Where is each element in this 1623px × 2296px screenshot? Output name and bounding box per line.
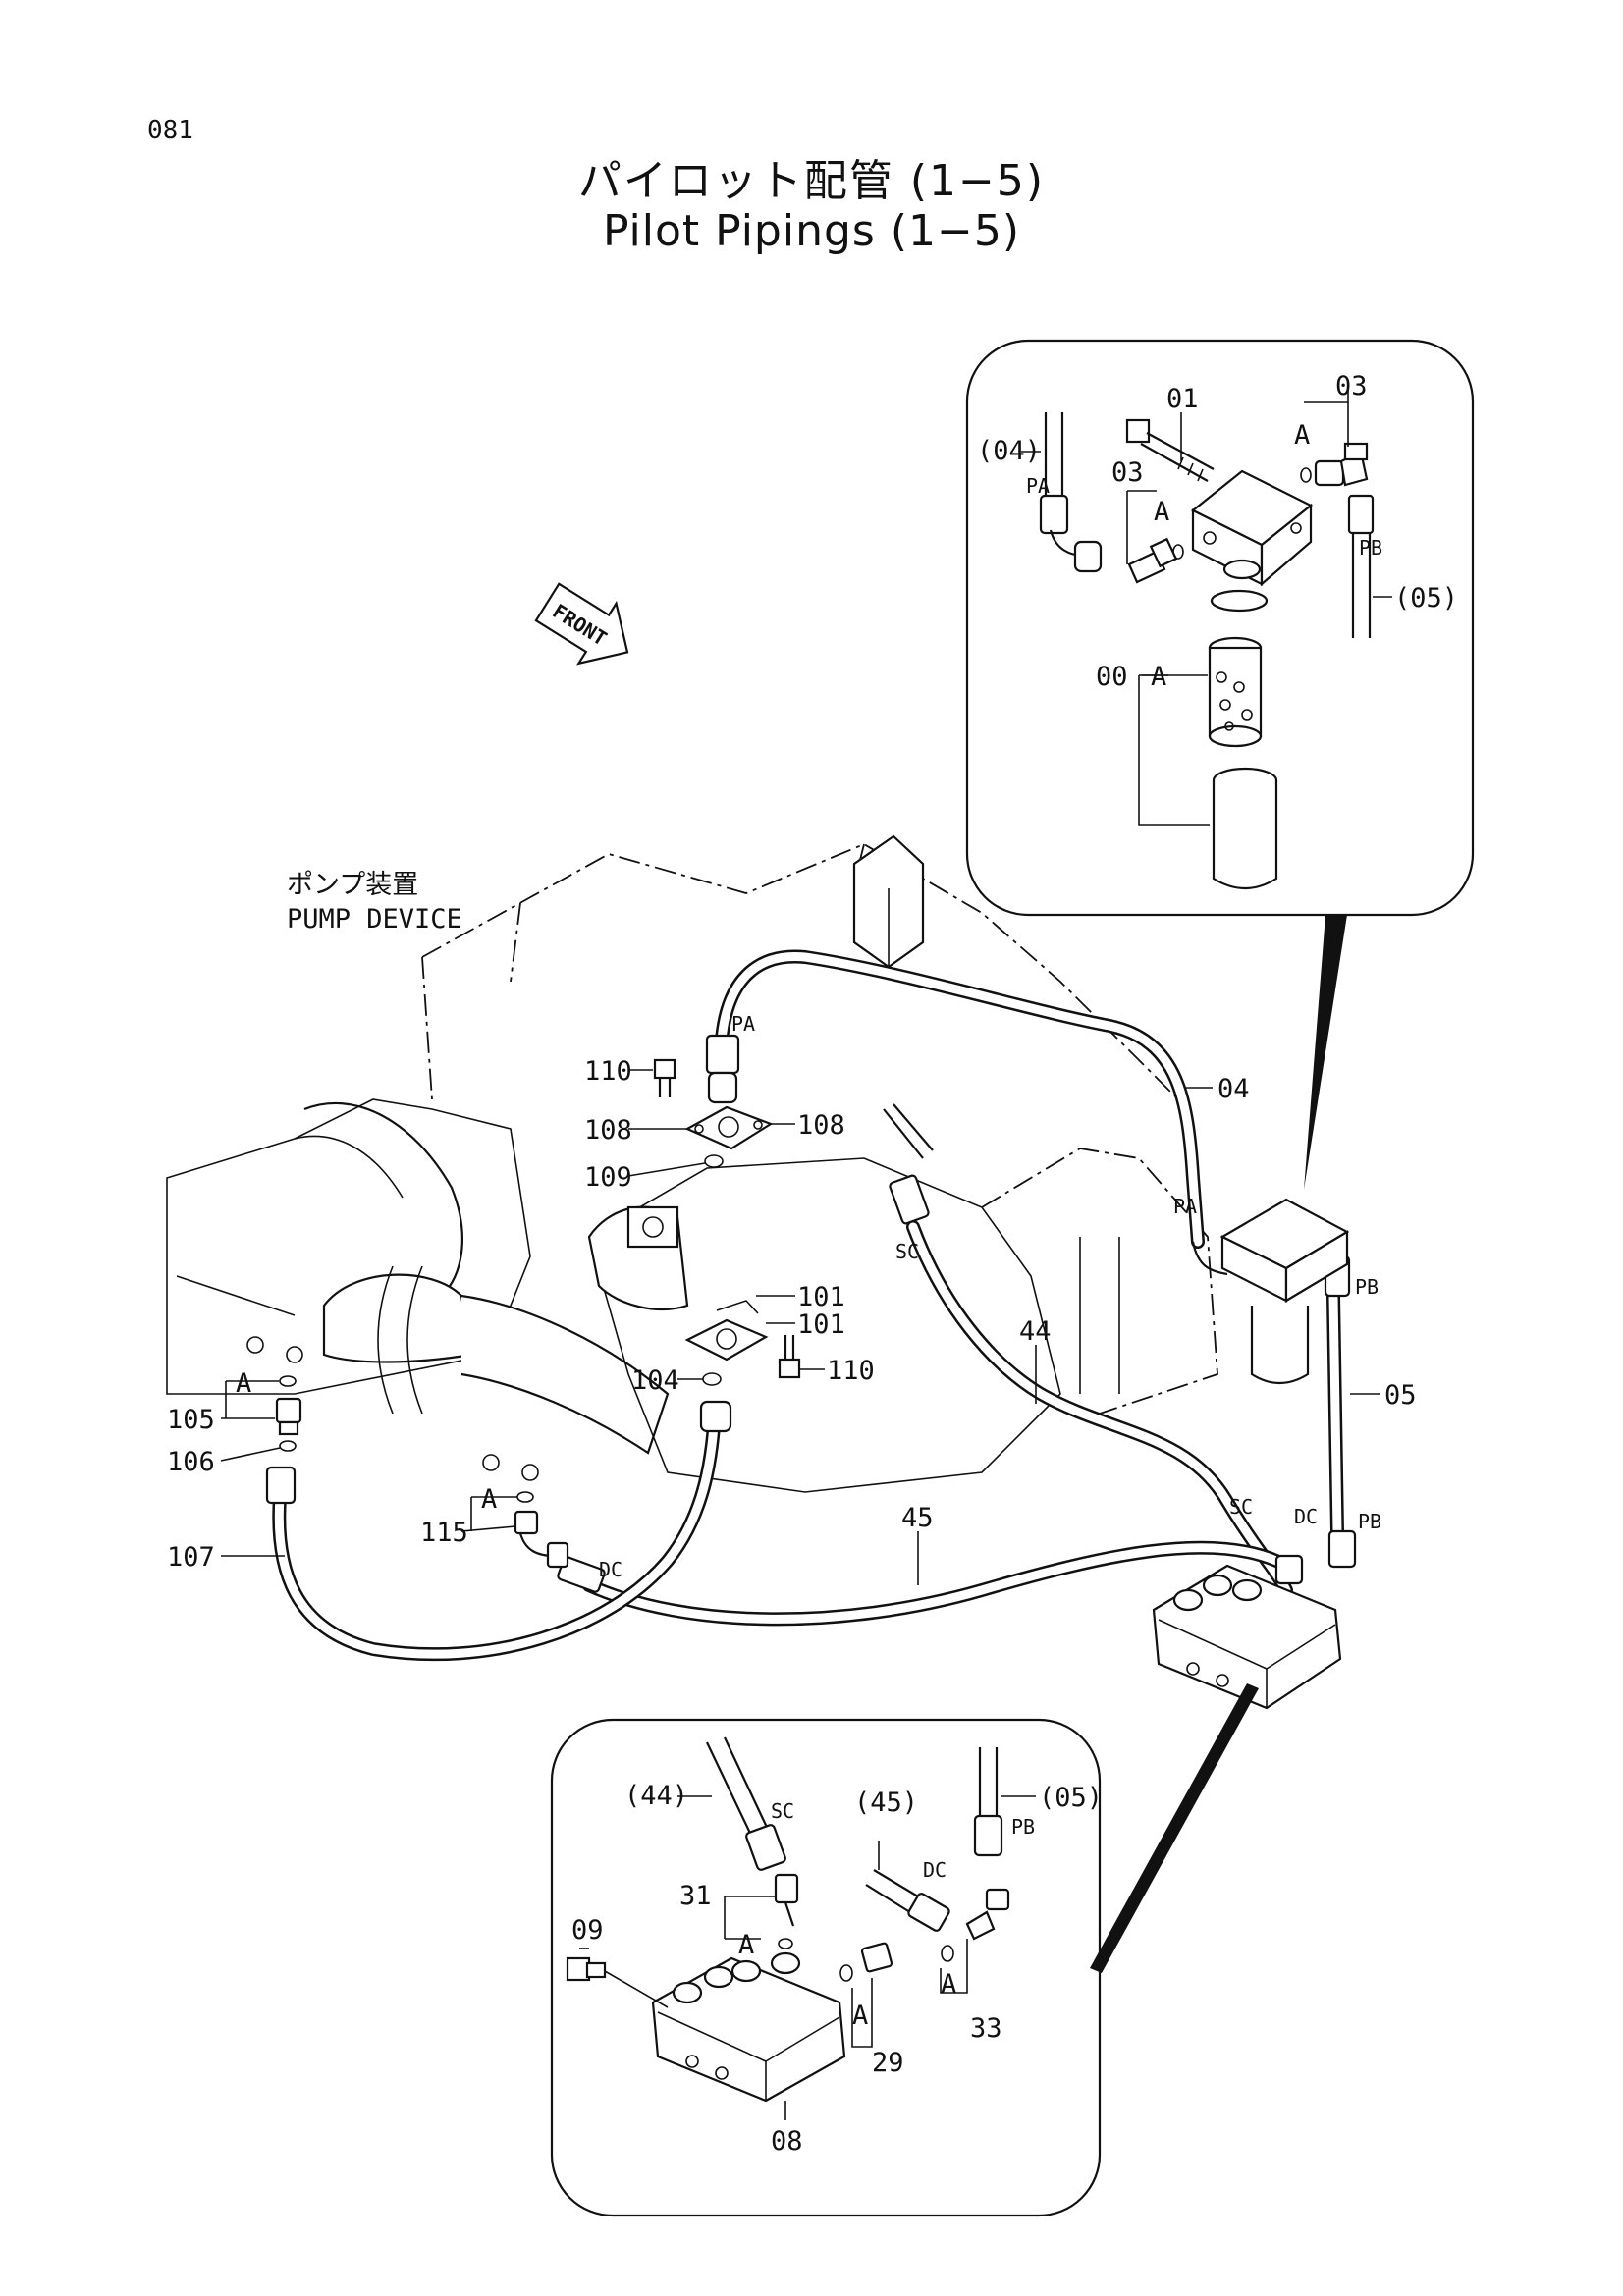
label-05-detail-bottom: (05) bbox=[1039, 1783, 1103, 1813]
label-a-bottom-3: A bbox=[941, 1969, 956, 2000]
bolt-110-top bbox=[653, 1058, 676, 1097]
pilot-filter-main bbox=[1191, 1198, 1350, 1385]
label-09: 09 bbox=[571, 1915, 604, 1946]
pilot-valve-detail bbox=[651, 1951, 846, 2103]
label-pa-filter: PA bbox=[1173, 1195, 1197, 1218]
bolt-110-bottom bbox=[778, 1335, 801, 1379]
hose-05 bbox=[1324, 1255, 1357, 1569]
label-dc-valve: DC bbox=[1294, 1505, 1318, 1528]
label-08: 08 bbox=[771, 2126, 803, 2157]
label-105: 105 bbox=[167, 1405, 215, 1435]
fitting-105 bbox=[275, 1375, 302, 1452]
label-dc-pump: DC bbox=[599, 1558, 622, 1581]
label-03-left: 03 bbox=[1111, 457, 1144, 488]
label-33: 33 bbox=[970, 2013, 1002, 2044]
front-arrow: FRONT bbox=[534, 582, 629, 666]
label-dc-detail: DC bbox=[923, 1858, 947, 1882]
bottom-detail-pointer bbox=[1090, 1683, 1259, 1973]
label-pb-detail: PB bbox=[1359, 536, 1382, 560]
title-japanese: パイロット配管 (1−5) bbox=[577, 156, 1046, 206]
o-ring-detail bbox=[1210, 589, 1269, 613]
flange-108 bbox=[684, 1105, 774, 1168]
label-hose-04: 04 bbox=[1217, 1074, 1250, 1104]
label-04-detail: (04) bbox=[977, 436, 1041, 466]
label-45-detail: (45) bbox=[854, 1788, 918, 1818]
main-leader-lines bbox=[220, 1069, 1380, 1585]
hose-05-detail bbox=[1347, 494, 1375, 638]
label-a-detail-2: A bbox=[1154, 497, 1169, 527]
label-pa-detail: PA bbox=[1026, 474, 1050, 498]
label-a-105: A bbox=[236, 1368, 251, 1399]
hose-04 bbox=[705, 949, 1205, 1249]
label-44-detail: (44) bbox=[624, 1781, 688, 1811]
label-03-right: 03 bbox=[1335, 371, 1368, 401]
filter-case bbox=[1212, 767, 1278, 889]
hose-44-detail bbox=[706, 1736, 799, 1927]
label-101-bottom: 101 bbox=[797, 1309, 845, 1340]
elbow-03-left bbox=[1127, 537, 1184, 584]
label-pb-valve: PB bbox=[1358, 1510, 1381, 1533]
plug-09 bbox=[566, 1956, 669, 2008]
top-detail-frame bbox=[965, 339, 1475, 917]
filter-element bbox=[1208, 636, 1263, 748]
flange-101 bbox=[684, 1300, 769, 1386]
label-a-bottom-2: A bbox=[852, 2001, 868, 2031]
label-101-top: 101 bbox=[797, 1282, 845, 1312]
label-hose-44: 44 bbox=[1019, 1316, 1052, 1347]
hose-05-detail-bottom bbox=[965, 1747, 1010, 1941]
top-detail-panel: 01 03 03 (04) (05) 00 PA PB A A A bbox=[965, 339, 1475, 1190]
label-108-left: 108 bbox=[584, 1115, 632, 1146]
page-code: 081 bbox=[147, 116, 193, 145]
label-108-right: 108 bbox=[797, 1110, 845, 1141]
label-110-top: 110 bbox=[584, 1056, 632, 1087]
label-104: 104 bbox=[631, 1365, 679, 1396]
o-ring-31 bbox=[778, 1938, 793, 1949]
label-a-115: A bbox=[481, 1484, 497, 1515]
title-english: Pilot Pipings (1−5) bbox=[602, 206, 1021, 256]
bottom-detail-panel: (44) (45) (05) SC DC PB 31 09 29 33 08 A… bbox=[550, 1683, 1259, 2217]
label-29: 29 bbox=[872, 2048, 904, 2078]
label-sc-detail: SC bbox=[771, 1799, 794, 1823]
label-a-detail-1: A bbox=[1294, 420, 1310, 451]
pilot-valve-main bbox=[1152, 1554, 1342, 1710]
label-hose-45: 45 bbox=[901, 1503, 934, 1533]
o-ring-33 bbox=[941, 1945, 954, 1962]
label-05-detail: (05) bbox=[1394, 583, 1458, 614]
bolt-01 bbox=[1125, 418, 1215, 482]
fitting-115 bbox=[514, 1491, 569, 1569]
label-31: 31 bbox=[679, 1881, 712, 1911]
filter-head bbox=[1190, 469, 1314, 587]
label-00: 00 bbox=[1096, 662, 1128, 692]
label-110-bottom: 110 bbox=[827, 1356, 875, 1386]
label-pb-filter: PB bbox=[1355, 1275, 1379, 1299]
hose-04-detail bbox=[1039, 412, 1103, 573]
label-sc-valve: SC bbox=[1229, 1495, 1253, 1519]
label-106: 106 bbox=[167, 1447, 215, 1477]
hose-44 bbox=[883, 1103, 1293, 1597]
label-sc-top: SC bbox=[895, 1240, 919, 1263]
label-107: 107 bbox=[167, 1542, 215, 1573]
top-detail-pointer bbox=[1304, 915, 1347, 1190]
label-115: 115 bbox=[420, 1518, 468, 1548]
hose-107 bbox=[265, 1400, 732, 1662]
elbow-03-right bbox=[1300, 442, 1369, 487]
pump-device-outline bbox=[166, 834, 1218, 1493]
pump-device-label-en: PUMP DEVICE bbox=[287, 904, 462, 934]
label-a-bottom-1: A bbox=[738, 1930, 754, 1960]
hose-45 bbox=[557, 1540, 1283, 1627]
label-01: 01 bbox=[1166, 384, 1199, 414]
label-109: 109 bbox=[584, 1162, 632, 1193]
hose-45-detail bbox=[865, 1869, 950, 1932]
label-pb-detail-bottom: PB bbox=[1011, 1815, 1035, 1839]
fitting-29 bbox=[839, 1942, 893, 1982]
pump-device-label-jp: ポンプ装置 bbox=[287, 870, 418, 900]
label-pa-hose: PA bbox=[731, 1012, 755, 1036]
label-hose-05: 05 bbox=[1384, 1380, 1417, 1411]
label-a-detail-3: A bbox=[1151, 662, 1166, 692]
